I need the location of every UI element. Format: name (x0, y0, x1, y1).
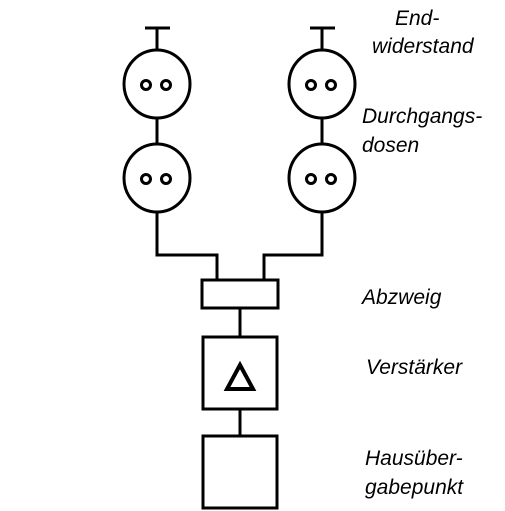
through-socket-icon-right-top (287, 48, 357, 120)
label-endwiderstand-2: widerstand (372, 35, 474, 58)
label-abzweig: Abzweig (362, 286, 442, 309)
amplifier-box (201, 335, 279, 411)
amplifier-triangle-icon (223, 360, 257, 391)
termination-resistor-icon-right (310, 26, 335, 50)
through-socket-icon-left-top (122, 48, 192, 120)
through-socket-icon-right-bottom (287, 142, 357, 214)
splitter-box (200, 278, 280, 310)
label-endwiderstand-1: End- (395, 7, 440, 30)
label-hausuebergabe-1: Hausüber- (365, 447, 463, 470)
label-hausuebergabe-2: gabepunkt (365, 476, 464, 499)
feed-line-right (262, 212, 324, 280)
label-durchgangsdosen-1: Durchgangs- (362, 105, 483, 128)
feed-line-left (155, 212, 219, 280)
house-transfer-box (201, 434, 279, 510)
through-socket-icon-left-bottom (122, 142, 192, 214)
termination-resistor-icon-left (145, 26, 170, 50)
label-durchgangsdosen-2: dosen (362, 134, 420, 157)
label-verstaerker: Verstärker (366, 356, 463, 379)
